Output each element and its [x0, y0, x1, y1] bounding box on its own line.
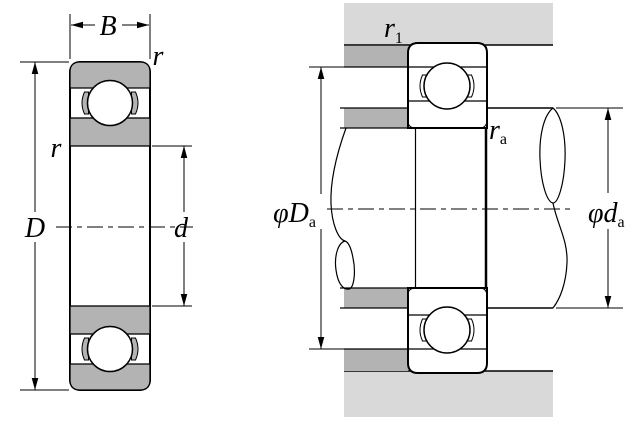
label-r1: r1 [384, 13, 403, 47]
dimension-B [69, 14, 151, 59]
left-bearing-diagram: B D d r r [20, 11, 193, 391]
b-arrow-left [71, 21, 83, 29]
phi-Da-base: D [288, 198, 309, 229]
housing-shoulder-bottom [344, 349, 408, 371]
shaft-shoulder-ring-top-edges [340, 107, 408, 129]
phi-Da-subscript: a [309, 214, 316, 231]
dimension-d [152, 145, 192, 307]
housing-shoulder-top [344, 46, 408, 67]
d-outer-arrow-top [31, 62, 39, 74]
phi-da-base: d [604, 198, 619, 229]
left-cage-groove-top-left [81, 91, 89, 115]
shaft-break-left-loop [334, 240, 355, 290]
shaft-break-right-loop [539, 107, 566, 204]
label-r-side: r [51, 133, 62, 164]
r1-base: r [384, 13, 395, 44]
da-housing-arrow-bottom [317, 337, 325, 349]
left-outer-ring-top [69, 61, 151, 89]
label-B: B [99, 11, 116, 42]
chamfer-arc-bottom-left [407, 287, 415, 295]
shaft-shoulder-outline [487, 107, 553, 309]
label-r-top: r [153, 41, 164, 72]
label-ra: ra [489, 115, 507, 148]
d-outer-arrow-bottom [31, 378, 39, 390]
da-housing-arrow-top [317, 67, 325, 79]
left-ball-bottom [86, 325, 134, 373]
left-cage-groove-bottom-right [131, 337, 139, 361]
ra-base: r [489, 115, 500, 146]
shaft-break-left [330, 127, 355, 290]
b-arrow-right [137, 21, 149, 29]
left-cage-groove-top-right [131, 91, 139, 115]
phi-Da-symbol: φ [273, 198, 289, 229]
left-ball-top [86, 79, 134, 127]
label-phi-da: φda [588, 198, 625, 231]
phi-da-symbol: φ [588, 198, 604, 229]
right-ball-bottom [423, 306, 471, 354]
shaft-break-right-arc [552, 202, 568, 309]
d-bore-arrow-top [180, 146, 188, 158]
right-mounted-diagram: φDa φda r1 ra [273, 3, 625, 417]
housing-section-top [344, 3, 553, 45]
r1-subscript: 1 [395, 30, 403, 47]
housing-section-bottom [344, 371, 553, 417]
d-bore-arrow-bottom [180, 294, 188, 306]
chamfer-arc-top-left [407, 121, 415, 129]
dimension-D [20, 61, 69, 391]
shaft-break-left-arc [330, 127, 347, 242]
left-cage-groove-bottom-left [81, 337, 89, 361]
label-D: D [24, 213, 45, 244]
chamfer-arc-top-right [480, 120, 488, 129]
da-shaft-arrow-bottom [604, 296, 612, 308]
shaft-shoulder-ring-top [344, 108, 408, 128]
shaft-shoulder-ring-bottom [344, 288, 408, 308]
da-shaft-arrow-top [604, 108, 612, 120]
label-phi-Da: φDa [273, 198, 316, 231]
left-outer-ring-bottom [69, 363, 151, 391]
dimension-da [556, 107, 623, 309]
phi-da-subscript: a [618, 214, 625, 231]
label-d: d [174, 213, 189, 244]
chamfer-arc-bottom-right [480, 287, 488, 296]
right-ball-top [423, 62, 471, 110]
shaft-break-right [539, 107, 568, 309]
chamfer-fillet-arcs [407, 120, 488, 296]
ra-subscript: a [500, 131, 507, 148]
dimension-Da [309, 66, 344, 350]
